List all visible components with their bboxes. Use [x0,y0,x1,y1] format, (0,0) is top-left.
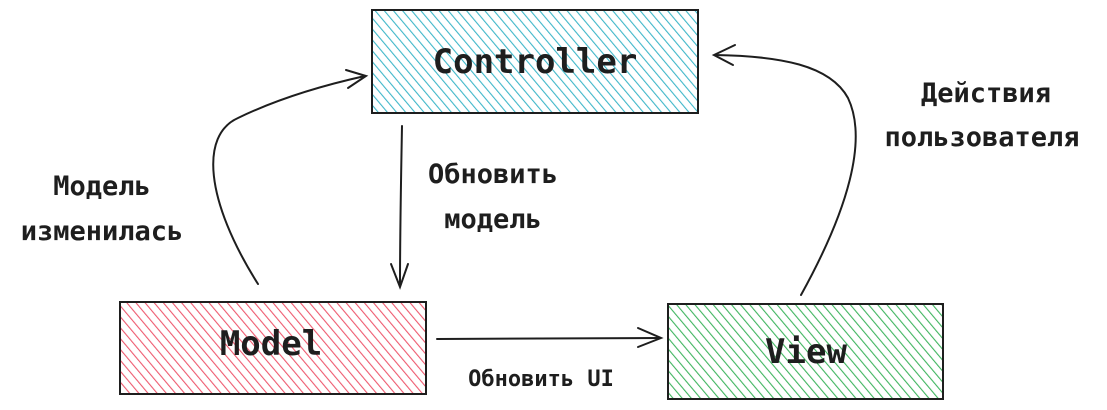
arrow-model-to-view [436,327,664,348]
controller-box-border [371,9,699,114]
arrow-model-to-controller [212,69,369,285]
arrow-view-to-controller [711,44,857,296]
controller-label: Controller [433,42,638,82]
arrow-controller-to-model [390,125,409,290]
label-update-model: Обновить модель [428,159,558,235]
label-model-changed-line1: Модель [53,171,151,202]
label-user-actions-line1: Действия [921,78,1051,109]
controller-box-fill [372,10,698,113]
label-update-ui: Обновить UI [468,367,614,392]
label-user-actions-line2: пользователя [884,122,1079,153]
label-update-model-line1: Обновить [428,159,558,190]
controller-node: Controller [371,9,699,114]
label-model-changed: Модель изменилась [21,171,184,247]
model-box-fill [120,302,426,394]
view-box-border [667,303,944,400]
model-node: Model [119,301,427,395]
view-box-fill [668,304,943,399]
view-label: View [765,332,847,372]
model-box-border [119,301,427,395]
model-label: Model [220,324,322,364]
view-node: View [667,303,944,400]
label-user-actions: Действия пользователя [884,78,1079,153]
label-model-changed-line2: изменилась [21,216,184,247]
label-update-model-line2: модель [444,204,542,235]
